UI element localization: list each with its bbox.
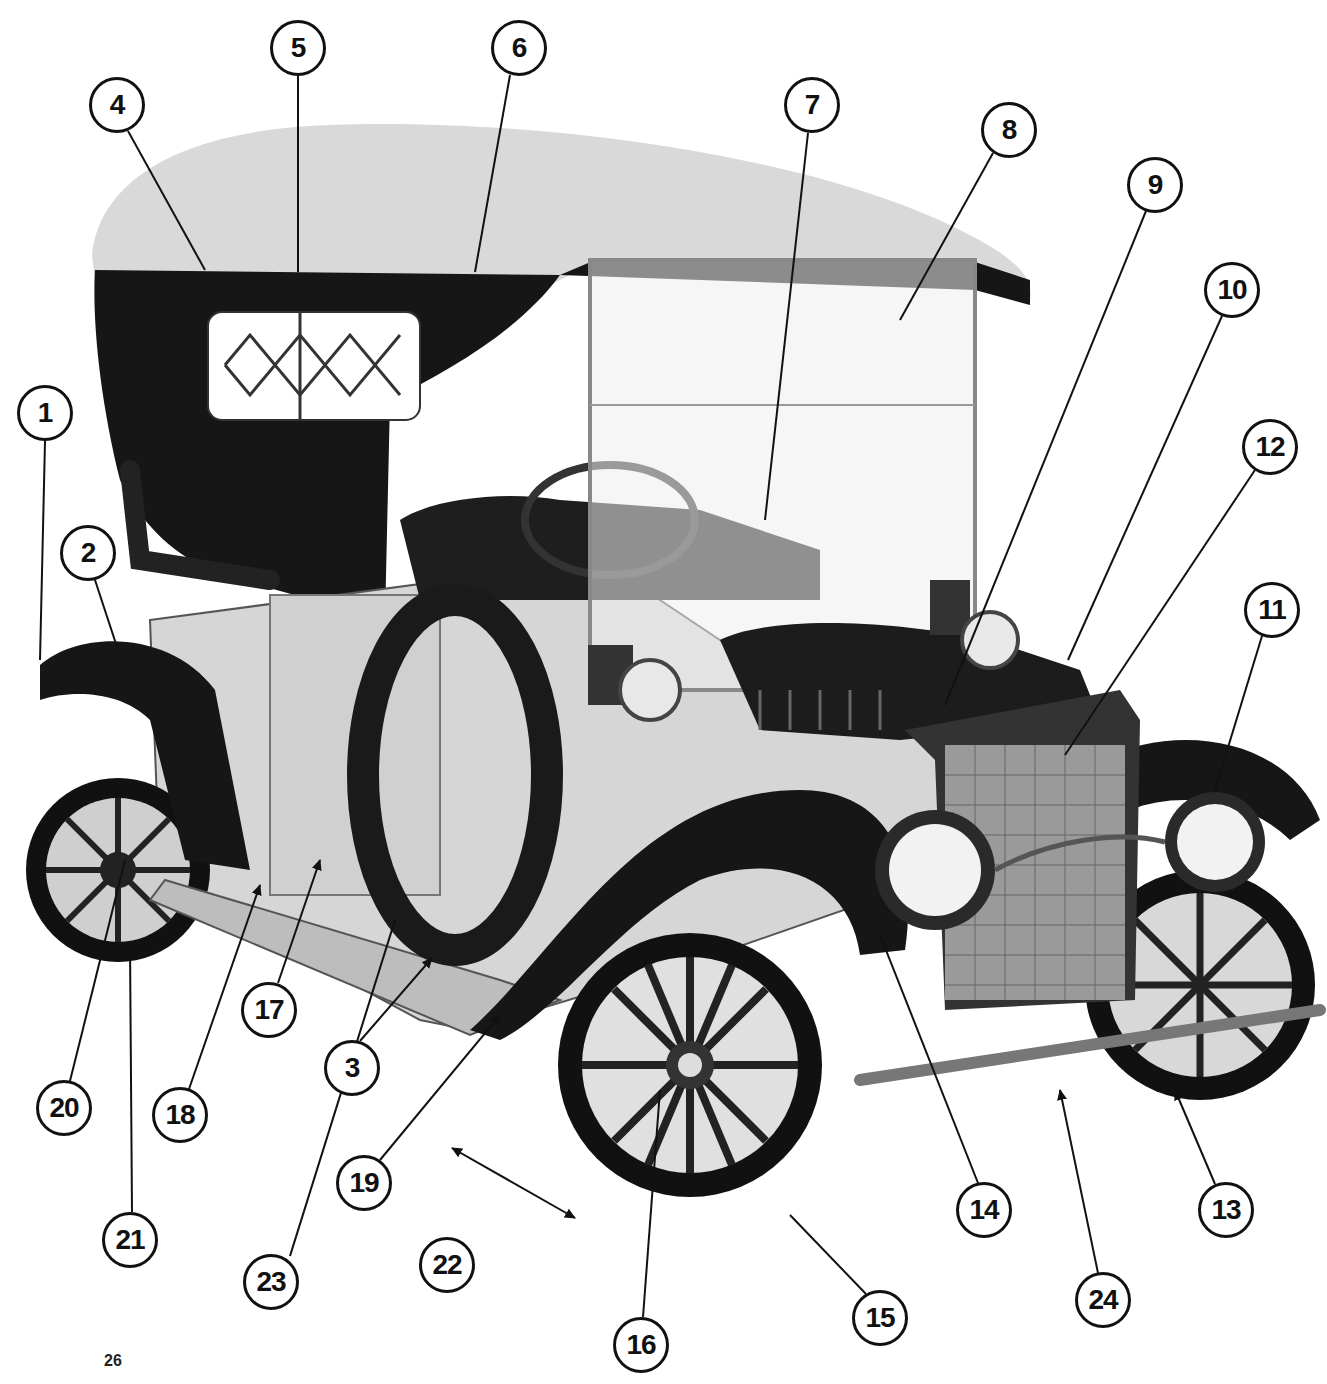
callout-circle: 9 [1127,157,1183,213]
callout-number: 12 [1255,431,1284,463]
callout-circle: 14 [956,1182,1012,1238]
callout-number: 20 [49,1092,78,1124]
callout-number: 3 [345,1052,360,1084]
callout-circle: 3 [324,1040,380,1096]
page-number: 26 [104,1352,122,1370]
callout-number: 15 [865,1302,894,1334]
callout-number: 14 [969,1194,998,1226]
callout-number: 23 [256,1266,285,1298]
callout-circle: 20 [36,1080,92,1136]
callout-circle: 17 [241,982,297,1038]
callout-number: 9 [1148,169,1163,201]
callout-number: 11 [1258,594,1286,626]
callout-circle: 1 [17,385,73,441]
callout-number: 10 [1217,274,1246,306]
callout-circle: 16 [613,1317,669,1373]
callout-circle: 18 [152,1087,208,1143]
callout-circle: 4 [89,77,145,133]
callout-number: 19 [349,1167,378,1199]
callout-number: 8 [1002,114,1017,146]
callout-number: 22 [432,1249,461,1281]
callout-number: 2 [81,537,96,569]
callout-number: 17 [254,994,283,1026]
callout-number: 7 [805,89,820,121]
callout-circle: 10 [1204,262,1260,318]
callout-circle: 2 [60,525,116,581]
callout-circle: 19 [336,1155,392,1211]
callout-circle: 8 [981,102,1037,158]
callout-number: 4 [110,89,125,121]
callout-circle: 15 [852,1290,908,1346]
callout-circle: 7 [784,77,840,133]
callout-number: 18 [165,1099,194,1131]
callout-circle: 11 [1244,582,1300,638]
callout-number: 1 [38,397,53,429]
callout-number: 16 [626,1329,655,1361]
callout-circle: 6 [491,20,547,76]
callout-number: 6 [512,32,527,64]
callout-circle: 23 [243,1254,299,1310]
callout-circle: 5 [270,20,326,76]
callout-circle: 22 [419,1237,475,1293]
callout-circle: 24 [1075,1272,1131,1328]
callout-number: 24 [1088,1284,1117,1316]
callout-circle: 13 [1198,1182,1254,1238]
callout-circle: 21 [102,1212,158,1268]
callout-number: 13 [1211,1194,1240,1226]
callout-circle: 12 [1242,419,1298,475]
callout-number: 5 [291,32,306,64]
callout-number: 21 [115,1224,144,1256]
